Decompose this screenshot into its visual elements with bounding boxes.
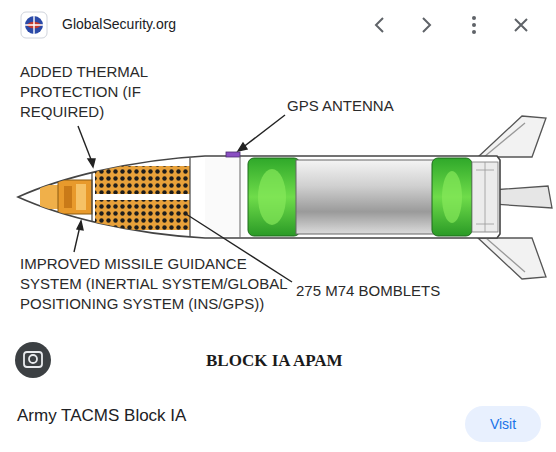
close-icon — [515, 19, 527, 31]
site-name: GlobalSecurity.org — [62, 15, 262, 33]
forward-icon — [423, 18, 430, 32]
lens-button — [15, 342, 51, 378]
missile-body — [18, 156, 500, 238]
result-title: Army TACMS Block IA — [17, 405, 317, 427]
button-text: Visit — [490, 415, 516, 433]
nose-section — [40, 158, 190, 238]
visit-button: Visit — [465, 406, 541, 442]
site-favicon — [21, 12, 47, 38]
part-label: GPS ANTENNA — [287, 96, 417, 116]
gps-antenna — [226, 152, 240, 157]
part-label: 275 M74 BOMBLETS — [296, 281, 466, 301]
figure-caption: BLOCK IA APAM — [206, 351, 343, 371]
center-section — [205, 152, 498, 238]
part-label: IMPROVED MISSILE GUIDANCE SYSTEM (INERTI… — [20, 254, 290, 314]
part-label: ADDED THERMAL PROTECTION (IF REQUIRED) — [20, 62, 160, 122]
menu-icon — [472, 16, 476, 34]
back-icon — [376, 18, 383, 32]
